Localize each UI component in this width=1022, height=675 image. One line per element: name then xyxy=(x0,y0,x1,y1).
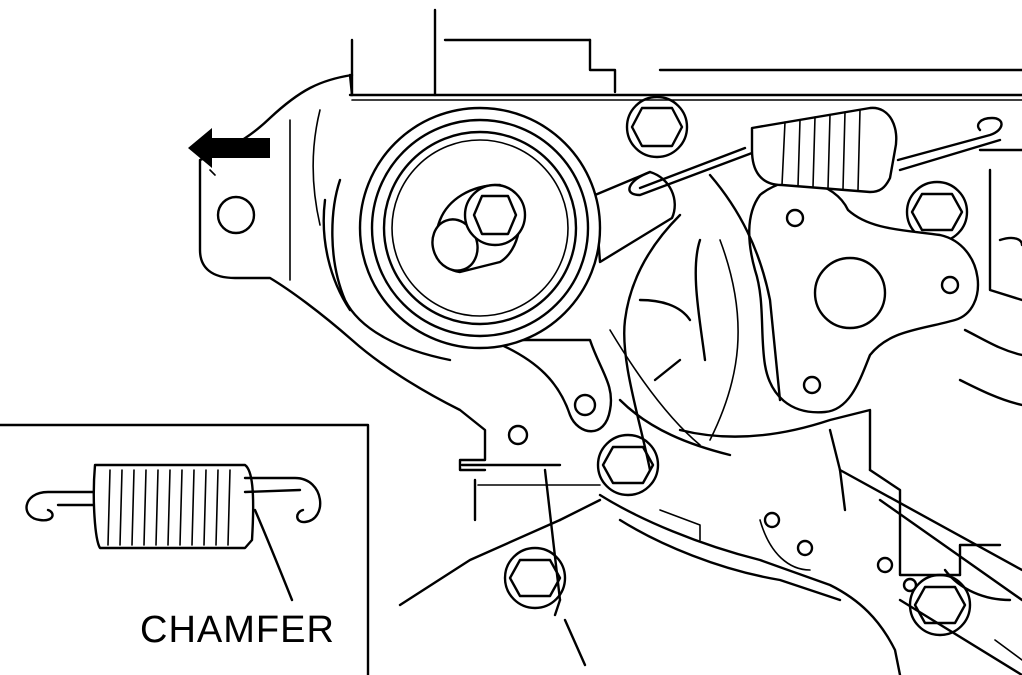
inset-spring xyxy=(27,465,321,600)
tensioner-bracket xyxy=(324,172,675,431)
bolt-top-left xyxy=(627,97,687,157)
bolt-bottom-right xyxy=(910,575,970,635)
mounting-holes xyxy=(218,197,916,591)
chamfer-label: CHAMFER xyxy=(140,609,335,651)
housing-ribs xyxy=(610,150,1022,510)
sprocket-hub xyxy=(710,175,978,412)
installed-tension-spring xyxy=(629,108,1001,195)
bolt-bottom-left xyxy=(505,548,565,608)
tensioner-pulley xyxy=(360,108,600,348)
arrow-left-icon xyxy=(188,128,270,175)
bolt-center-lower xyxy=(598,435,658,495)
inset-detail-frame xyxy=(0,425,368,675)
engine-block-outline xyxy=(200,10,1022,675)
